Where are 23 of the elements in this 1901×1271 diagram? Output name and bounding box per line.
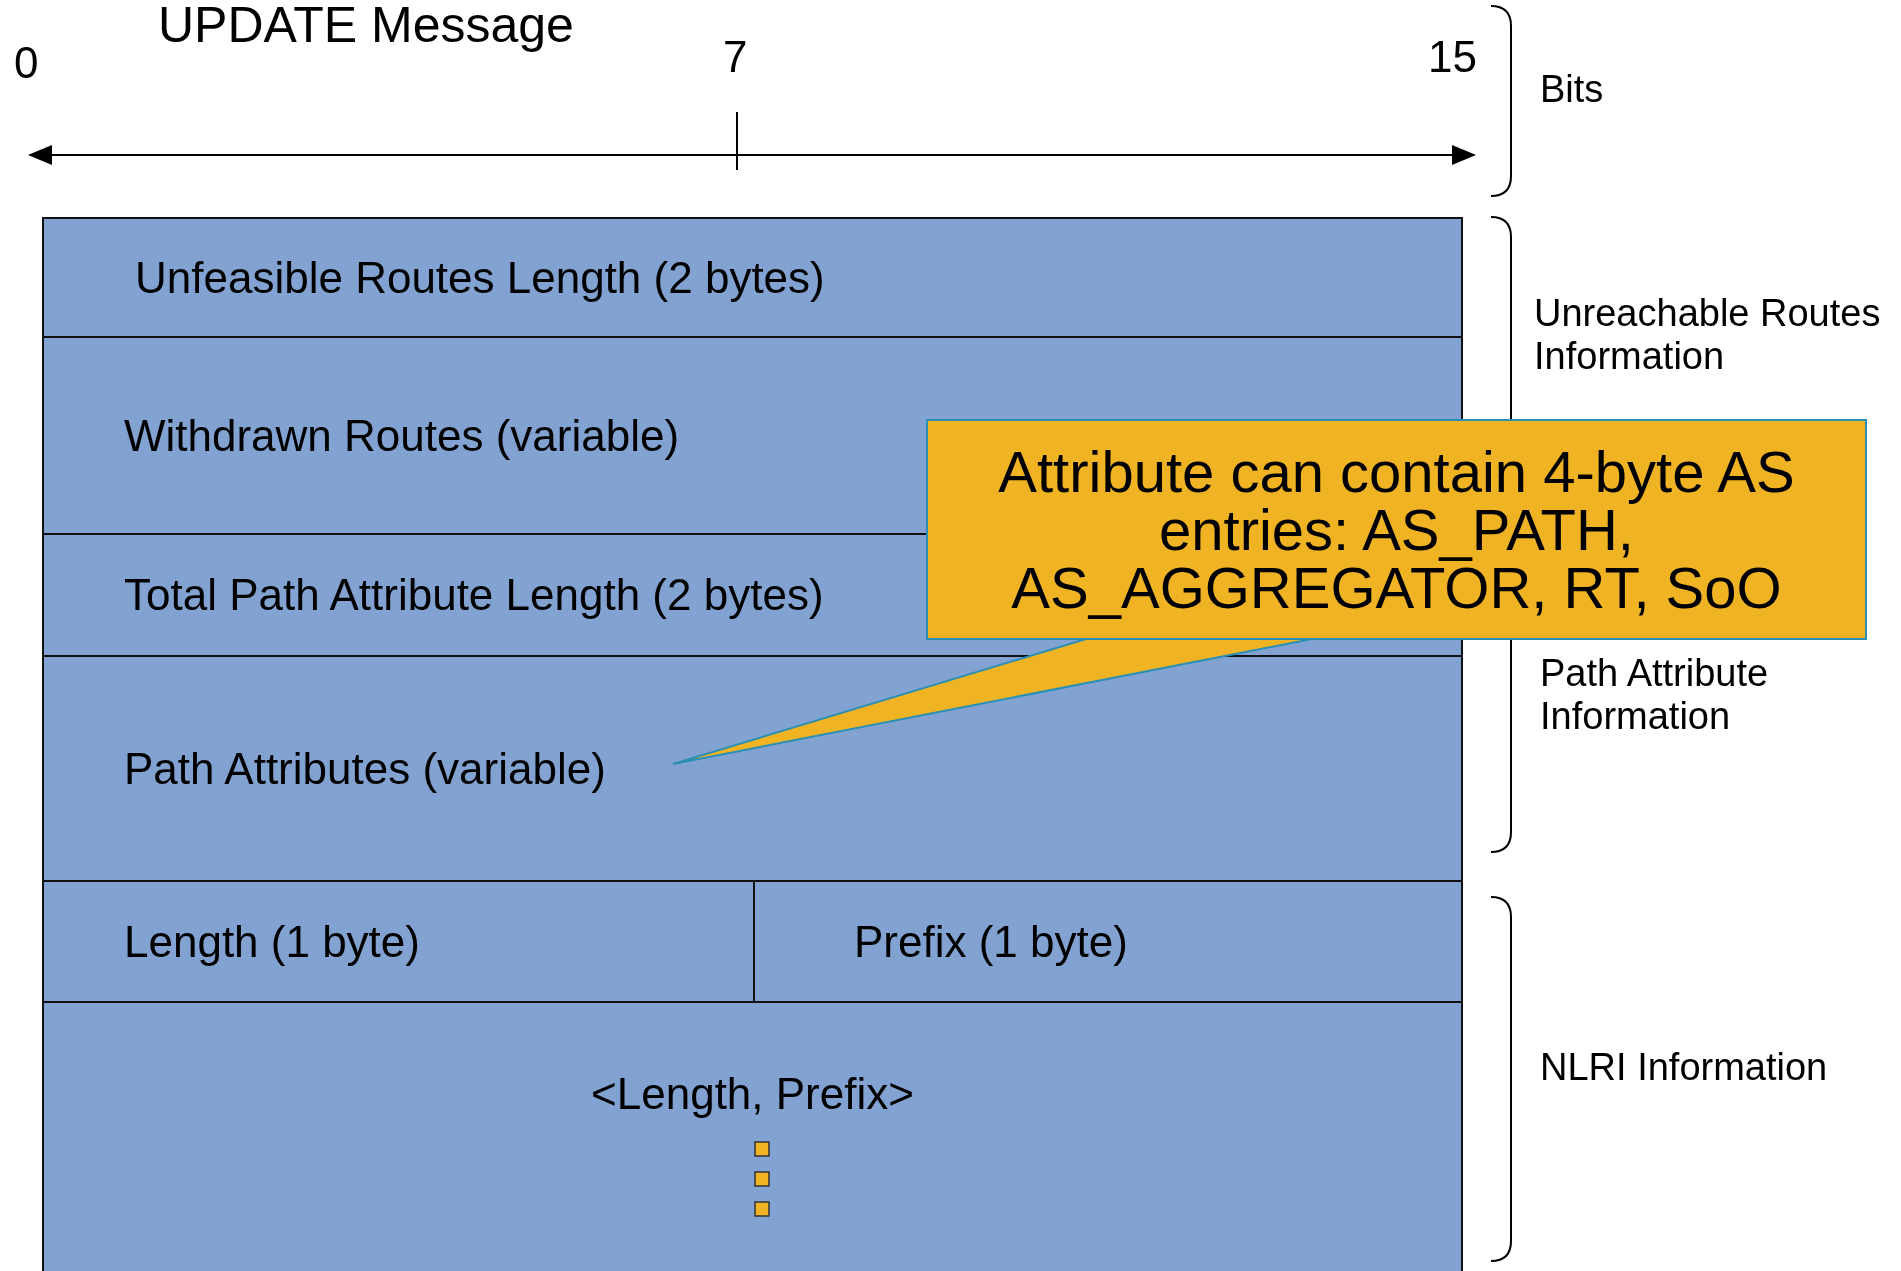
field-label: Length (1 byte): [124, 916, 420, 967]
field-label: Path Attributes (variable): [124, 743, 606, 794]
bracket-label: Unreachable Routes Information: [1534, 292, 1882, 378]
callout-pointer: [672, 638, 1313, 765]
field-label: <Length, Prefix>: [591, 1069, 914, 1119]
field-box: [42, 880, 755, 1003]
field-box: [42, 655, 1463, 882]
field-box: [753, 880, 1463, 1003]
field-box: [42, 217, 1463, 338]
field-label: Unfeasible Routes Length (2 bytes): [135, 252, 825, 303]
field-label: Prefix (1 byte): [854, 916, 1128, 967]
field-label: Total Path Attribute Length (2 bytes): [124, 570, 824, 620]
bracket-label: Bits: [1540, 68, 1604, 111]
bit-number: 15: [1428, 32, 1477, 82]
title: UPDATE Message: [158, 0, 574, 50]
field-box: [42, 1001, 1463, 1271]
bracket-label: Path Attribute Information: [1540, 652, 1770, 738]
bracket-label: NLRI Information: [1540, 1046, 1828, 1089]
field-label: Withdrawn Routes (variable): [124, 410, 680, 461]
callout-text: Attribute can contain 4-byte AS entries: AS_PATH, AS_AGGREGATOR, RT, SoO: [997, 442, 1796, 617]
bit-number: 0: [14, 38, 39, 88]
field-box: [42, 533, 928, 657]
bit-number: 7: [723, 32, 748, 82]
